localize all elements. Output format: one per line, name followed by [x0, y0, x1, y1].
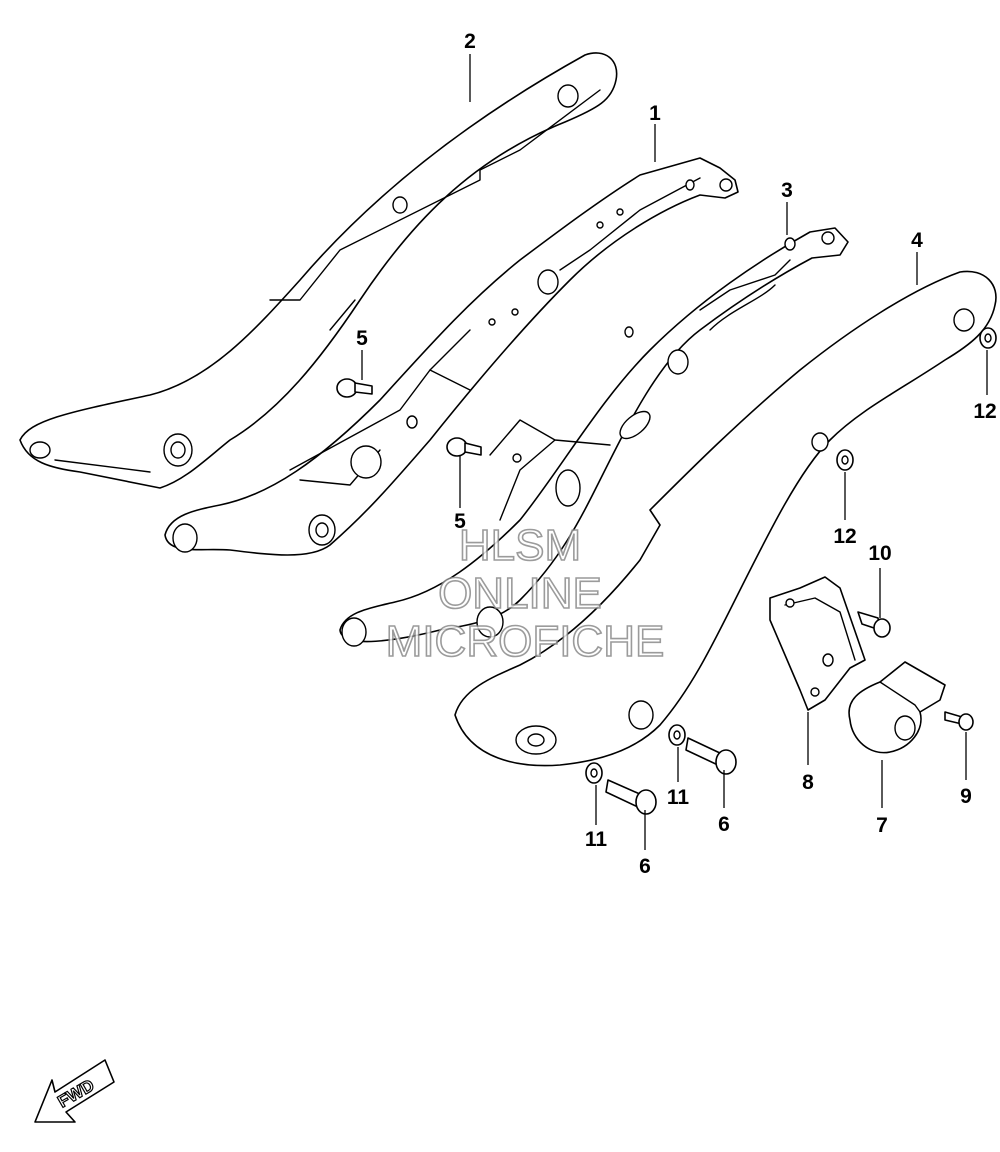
callout-3: 3 — [781, 179, 793, 202]
fastener-washer-11a — [585, 762, 603, 784]
callout-5-lower: 5 — [454, 510, 466, 533]
leader-lines — [361, 54, 988, 850]
callout-9: 9 — [960, 785, 972, 808]
fwd-arrow-icon — [34, 1059, 115, 1123]
part-2-frame — [19, 52, 618, 489]
fastener-bolt-5a — [336, 378, 373, 398]
part-8-bracket — [769, 576, 866, 711]
callout-5-upper: 5 — [356, 327, 368, 350]
callout-11-right: 11 — [667, 786, 690, 809]
callout-6-right: 6 — [718, 813, 730, 836]
callout-8: 8 — [802, 771, 814, 794]
callout-12-middle: 12 — [833, 525, 856, 548]
fwd-direction-arrow: FWD — [34, 1059, 115, 1123]
callout-7: 7 — [876, 814, 888, 837]
part-7-clamp — [848, 661, 946, 754]
fastener-washer-11b — [668, 724, 686, 746]
callout-10: 10 — [868, 542, 891, 565]
fastener-bolt-6a — [605, 779, 657, 815]
callout-11-left: 11 — [585, 828, 608, 851]
fastener-screw-9 — [944, 711, 974, 731]
watermark-line-3: MICROFICHE — [386, 617, 665, 666]
fastener-bolt-6b — [685, 737, 737, 775]
callout-2: 2 — [464, 30, 476, 53]
fastener-washer-12b — [836, 449, 854, 471]
watermark: HLSM ONLINE MICROFICHE — [385, 520, 665, 667]
part-3-frame — [339, 227, 849, 647]
callout-6-left: 6 — [639, 855, 651, 878]
callout-4: 4 — [911, 229, 923, 252]
part-1-frame — [164, 157, 739, 556]
callout-1: 1 — [649, 102, 661, 125]
fastener-bolt-5b — [446, 437, 482, 457]
fastener-washer-12a — [979, 327, 997, 349]
callout-12-right: 12 — [973, 400, 996, 423]
watermark-line-1: HLSM — [459, 521, 581, 570]
watermark-line-2: ONLINE — [438, 569, 602, 618]
fastener-bolt-10 — [857, 611, 891, 638]
